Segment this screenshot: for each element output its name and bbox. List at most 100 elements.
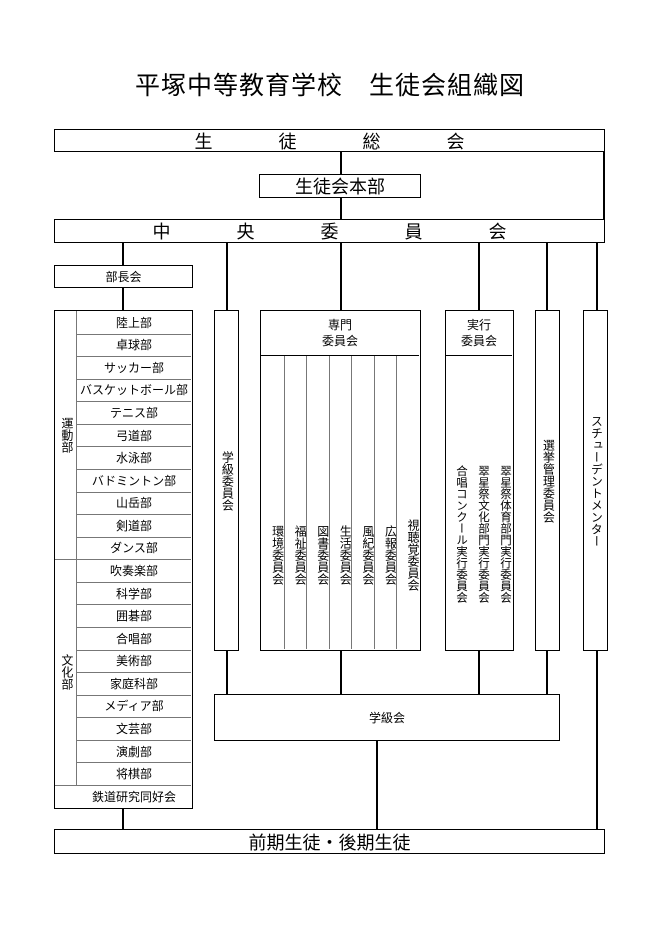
athletic-label: 運動部 bbox=[59, 417, 74, 453]
students-label: 前期生徒・後期生徒 bbox=[248, 832, 411, 854]
club-item: 演劇部 bbox=[115, 744, 152, 759]
connector-assembly-mentor bbox=[603, 151, 605, 220]
executive-committee-item: 翠星祭文化部門実行委員会 bbox=[477, 465, 491, 603]
connector-central-exec-committee bbox=[478, 242, 480, 310]
club-row-divider bbox=[77, 762, 191, 764]
club-row-divider bbox=[77, 446, 191, 448]
connector-assembly-executive bbox=[340, 151, 342, 176]
club-row-divider bbox=[77, 514, 191, 516]
club-item: バスケットボール部 bbox=[79, 383, 188, 398]
club-row-divider bbox=[77, 649, 191, 651]
connector-central-mentor bbox=[596, 242, 598, 310]
specialist-committee-item: 風紀委員会 bbox=[360, 525, 375, 585]
club-row-divider bbox=[77, 672, 191, 674]
club-item: 吹奏楽部 bbox=[109, 564, 158, 579]
connector-exec-meeting bbox=[478, 650, 480, 695]
specialist-column-divider bbox=[306, 356, 308, 649]
connector-central-specialist bbox=[340, 242, 342, 310]
club-leaders-box: 部長会 bbox=[54, 265, 193, 288]
specialist-committee-item: 視聴覚委員会 bbox=[405, 519, 420, 591]
specialist-column-divider bbox=[373, 356, 375, 649]
club-item: 水泳部 bbox=[115, 451, 152, 466]
club-item: バドミントン部 bbox=[91, 473, 177, 488]
clubs-bottom-divider bbox=[55, 785, 191, 786]
connector-central-class-committee bbox=[226, 242, 228, 310]
executive-committee-box: 実行 委員会 合唱コンクール実行委員会翠星祭文化部門実行委員会翠星祭体育部門実行… bbox=[445, 310, 514, 651]
central-committee-label: 中 央 委 員 会 bbox=[152, 222, 531, 243]
club-item: サッカー部 bbox=[103, 360, 164, 375]
club-item: 卓球部 bbox=[115, 338, 152, 353]
students-box: 前期生徒・後期生徒 bbox=[54, 829, 605, 854]
student-mentor-box: スチューデントメンター bbox=[583, 310, 608, 651]
club-item: 将棋部 bbox=[115, 767, 152, 782]
club-row-divider bbox=[77, 694, 191, 696]
club-leaders-label: 部長会 bbox=[105, 270, 142, 284]
club-item: 合唱部 bbox=[115, 631, 152, 646]
specialist-committee-box: 専門 委員会 環境委員会福祉委員会図書委員会生活委員会風紀委員会広報委員会視聴覚… bbox=[260, 310, 421, 651]
connector-executive-central bbox=[340, 197, 342, 220]
general-assembly-label: 生 徒 総 会 bbox=[194, 131, 489, 153]
culture-label: 文化部 bbox=[59, 654, 74, 690]
club-row-divider bbox=[77, 356, 191, 358]
club-item: 家庭科部 bbox=[109, 676, 158, 691]
specialist-header-divider bbox=[261, 355, 419, 356]
specialist-column-divider bbox=[396, 356, 398, 649]
club-row-divider bbox=[77, 536, 191, 538]
club-item: 山岳部 bbox=[115, 496, 152, 511]
specialist-committee-item: 図書委員会 bbox=[315, 525, 330, 585]
club-row-divider bbox=[77, 739, 191, 741]
connector-central-election bbox=[546, 242, 548, 310]
connector-specialist-meeting bbox=[340, 650, 342, 695]
connector-class-committee-meeting bbox=[226, 650, 228, 695]
specialist-column-divider bbox=[351, 356, 353, 649]
clubs-table: 運動部 文化部 陸上部卓球部サッカー部バスケットボール部テニス部弓道部水泳部バド… bbox=[54, 310, 193, 809]
executive-committee-item: 翠星祭体育部門実行委員会 bbox=[499, 465, 513, 603]
connector-mentor-students bbox=[596, 650, 598, 830]
executive-label: 生徒会本部 bbox=[295, 177, 385, 198]
club-item: 陸上部 bbox=[115, 315, 152, 330]
club-item: 囲碁部 bbox=[115, 609, 152, 624]
club-item: テニス部 bbox=[109, 406, 158, 421]
election-committee-label: 選挙管理委員会 bbox=[541, 438, 556, 523]
connector-meeting-students bbox=[376, 740, 378, 830]
connector-leaders-clubs bbox=[122, 287, 124, 310]
club-row-divider bbox=[77, 604, 191, 606]
club-row-divider bbox=[77, 401, 191, 403]
page-title: 平塚中等教育学校 生徒会組織図 bbox=[134, 71, 525, 100]
specialist-committee-item: 福祉委員会 bbox=[293, 525, 308, 585]
specialist-column-divider bbox=[328, 356, 330, 649]
student-mentor-label: スチューデントメンター bbox=[589, 414, 604, 547]
club-row-divider bbox=[77, 491, 191, 493]
executive-committee-header: 実行 委員会 bbox=[460, 317, 497, 348]
specialist-column-divider bbox=[283, 356, 285, 649]
club-item: メディア部 bbox=[104, 699, 164, 714]
club-item: 文芸部 bbox=[115, 722, 152, 737]
specialist-committee-item: 生活委員会 bbox=[338, 525, 353, 585]
clubs-section-divider bbox=[55, 559, 77, 560]
clubs-table-divider bbox=[76, 311, 77, 786]
connector-clubs-students bbox=[122, 808, 124, 830]
connector-central-leaders bbox=[122, 242, 124, 265]
executive-header-divider bbox=[446, 355, 512, 356]
club-item: ダンス部 bbox=[110, 541, 158, 556]
club-row-divider bbox=[77, 717, 191, 719]
executive-box: 生徒会本部 bbox=[259, 174, 421, 198]
club-item: 弓道部 bbox=[115, 428, 152, 443]
class-meeting-box: 学級会 bbox=[214, 694, 560, 741]
hobby-club-cell: 鉄道研究同好会 bbox=[91, 790, 176, 804]
connector-election-meeting bbox=[546, 650, 548, 695]
executive-committee-item: 合唱コンクール実行委員会 bbox=[455, 465, 469, 603]
club-item: 美術部 bbox=[115, 654, 152, 669]
club-item: 剣道部 bbox=[115, 518, 152, 533]
election-committee-box: 選挙管理委員会 bbox=[535, 310, 560, 651]
class-meeting-label: 学級会 bbox=[368, 711, 405, 725]
specialist-committee-item: 環境委員会 bbox=[270, 525, 285, 585]
club-row-divider bbox=[77, 559, 191, 561]
club-row-divider bbox=[77, 423, 191, 425]
general-assembly-box: 生 徒 総 会 bbox=[54, 129, 605, 153]
class-committee-box: 学級委員会 bbox=[214, 310, 239, 651]
specialist-header: 専門 委員会 bbox=[321, 317, 358, 348]
club-item: 科学部 bbox=[115, 586, 152, 601]
club-row-divider bbox=[77, 333, 191, 335]
class-committee-label: 学級委員会 bbox=[220, 450, 235, 511]
